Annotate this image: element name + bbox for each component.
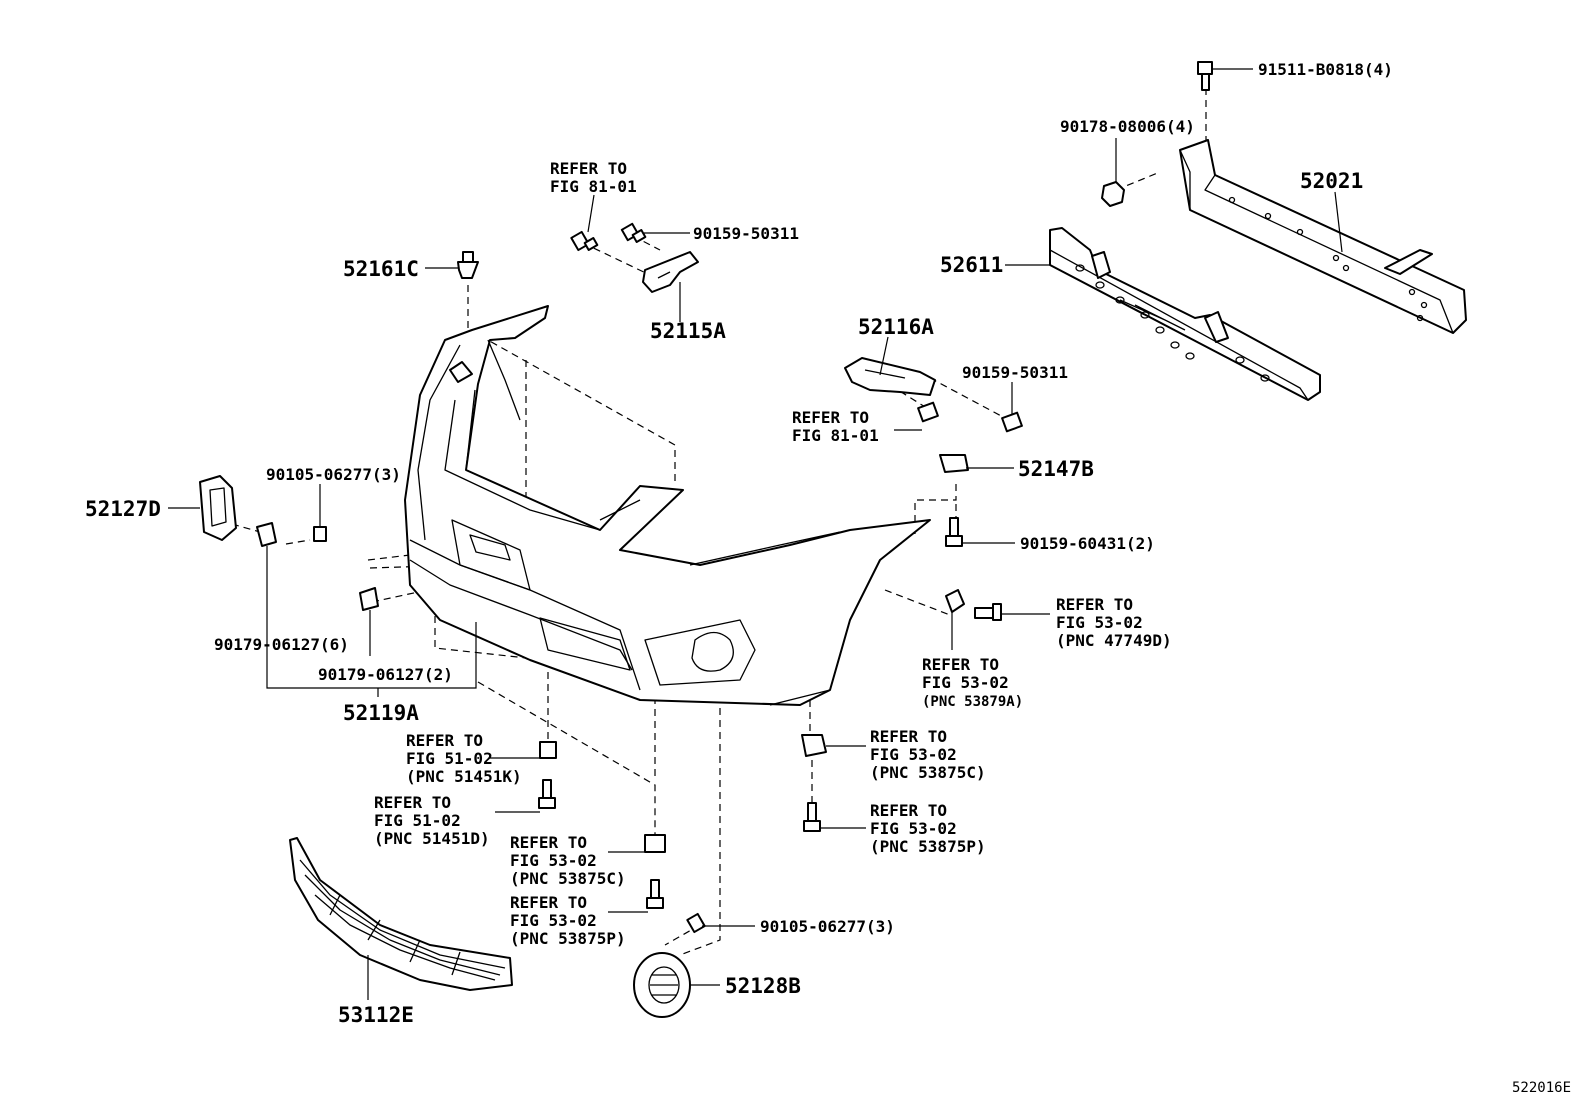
- label-90179-06127-2: 90179-06127(2): [318, 665, 453, 684]
- reinforcement-52021: [1179, 139, 1467, 334]
- bolt-90105-left-icon: [313, 526, 327, 542]
- ref-pnc-53875C-right: REFER TO FIG 53-02 (PNC 53875C): [870, 727, 986, 782]
- bracket-52127D: [199, 475, 237, 541]
- label-91511-B0818: 91511-B0818(4): [1258, 60, 1393, 79]
- label-90159-50311-top: 90159-50311: [693, 224, 799, 243]
- retainer-53879A-icon: [945, 589, 965, 613]
- label-52116A: 52116A: [858, 315, 934, 339]
- bracket-52115A: [642, 251, 699, 293]
- grille-53112E: [289, 837, 513, 991]
- label-90159-60431: 90159-60431(2): [1020, 534, 1155, 553]
- label-52127D: 52127D: [85, 497, 161, 521]
- label-52115A: 52115A: [650, 319, 726, 343]
- reference-notes: REFER TO FIG 81-01 REFER TO FIG 81-01 RE…: [374, 159, 1172, 948]
- screw-53875P-right-icon: [803, 802, 821, 832]
- nut-90178-icon: [1101, 181, 1125, 207]
- screw-53875P-mid-icon: [646, 879, 664, 909]
- diagram-id: 522016E: [1512, 1080, 1571, 1096]
- label-52119A: 52119A: [343, 701, 419, 725]
- label-90105-06277-left: 90105-06277(3): [266, 465, 401, 484]
- bumper-cover: [404, 305, 931, 706]
- ref-pnc-51451D: REFER TO FIG 51-02 (PNC 51451D): [374, 793, 490, 848]
- label-52161C: 52161C: [343, 257, 419, 281]
- label-90179-06127-6: 90179-06127(6): [214, 635, 349, 654]
- label-52147B: 52147B: [1018, 457, 1094, 481]
- label-90178-08006: 90178-08006(4): [1060, 117, 1195, 136]
- bolt-91511-icon: [1197, 61, 1213, 91]
- clip-53875C-right-icon: [801, 734, 827, 757]
- bolt-fig81-right-icon: [917, 401, 939, 423]
- label-53112E: 53112E: [338, 1003, 414, 1027]
- ref-fig81-top: REFER TO FIG 81-01: [550, 159, 637, 196]
- ref-pnc-53875P-right: REFER TO FIG 53-02 (PNC 53875P): [870, 801, 986, 856]
- absorber-52611: [1049, 227, 1321, 401]
- cover-52128B: [633, 952, 691, 1018]
- bolt-47749D-icon: [974, 603, 1002, 621]
- retainer-52147B-icon: [939, 454, 969, 473]
- label-52128B: 52128B: [725, 974, 801, 998]
- label-52021: 52021: [1300, 169, 1363, 193]
- label-90159-50311-right: 90159-50311: [962, 363, 1068, 382]
- part-labels: 91511-B0818(4) 90178-08006(4) 52021 5261…: [85, 60, 1393, 1027]
- nut-90179-06127-6-icon: [256, 522, 277, 547]
- label-52611: 52611: [940, 253, 1003, 277]
- screw-51451D-icon: [538, 779, 556, 809]
- ref-pnc-53875C-mid: REFER TO FIG 53-02 (PNC 53875C): [510, 833, 626, 888]
- label-90105-06277-bottom: 90105-06277(3): [760, 917, 895, 936]
- bolt-fig81-top-icon: [570, 230, 599, 252]
- clip-51451K-icon: [539, 741, 557, 759]
- bolt-90159-top-icon: [620, 222, 647, 243]
- bolt-90105-bottom-icon: [686, 912, 706, 934]
- clip-52161C-icon: [457, 251, 479, 279]
- ref-pnc-53875P-mid: REFER TO FIG 53-02 (PNC 53875P): [510, 893, 626, 948]
- screw-90159-60431-icon: [945, 517, 963, 547]
- ref-pnc-51451K: REFER TO FIG 51-02 (PNC 51451K): [406, 731, 522, 786]
- clip-53875C-mid-icon: [644, 834, 666, 853]
- leader-lines: [168, 68, 1343, 1000]
- ref-fig81-right: REFER TO FIG 81-01: [792, 408, 879, 445]
- ref-pnc-47749D: REFER TO FIG 53-02 (PNC 47749D): [1056, 595, 1172, 650]
- nut-90179-06127-2-icon: [359, 587, 379, 611]
- bolt-90159-right-icon: [1001, 411, 1023, 433]
- bracket-52116A: [844, 357, 936, 396]
- ref-pnc-53879A: REFER TO FIG 53-02 (PNC 53879A): [922, 655, 1023, 710]
